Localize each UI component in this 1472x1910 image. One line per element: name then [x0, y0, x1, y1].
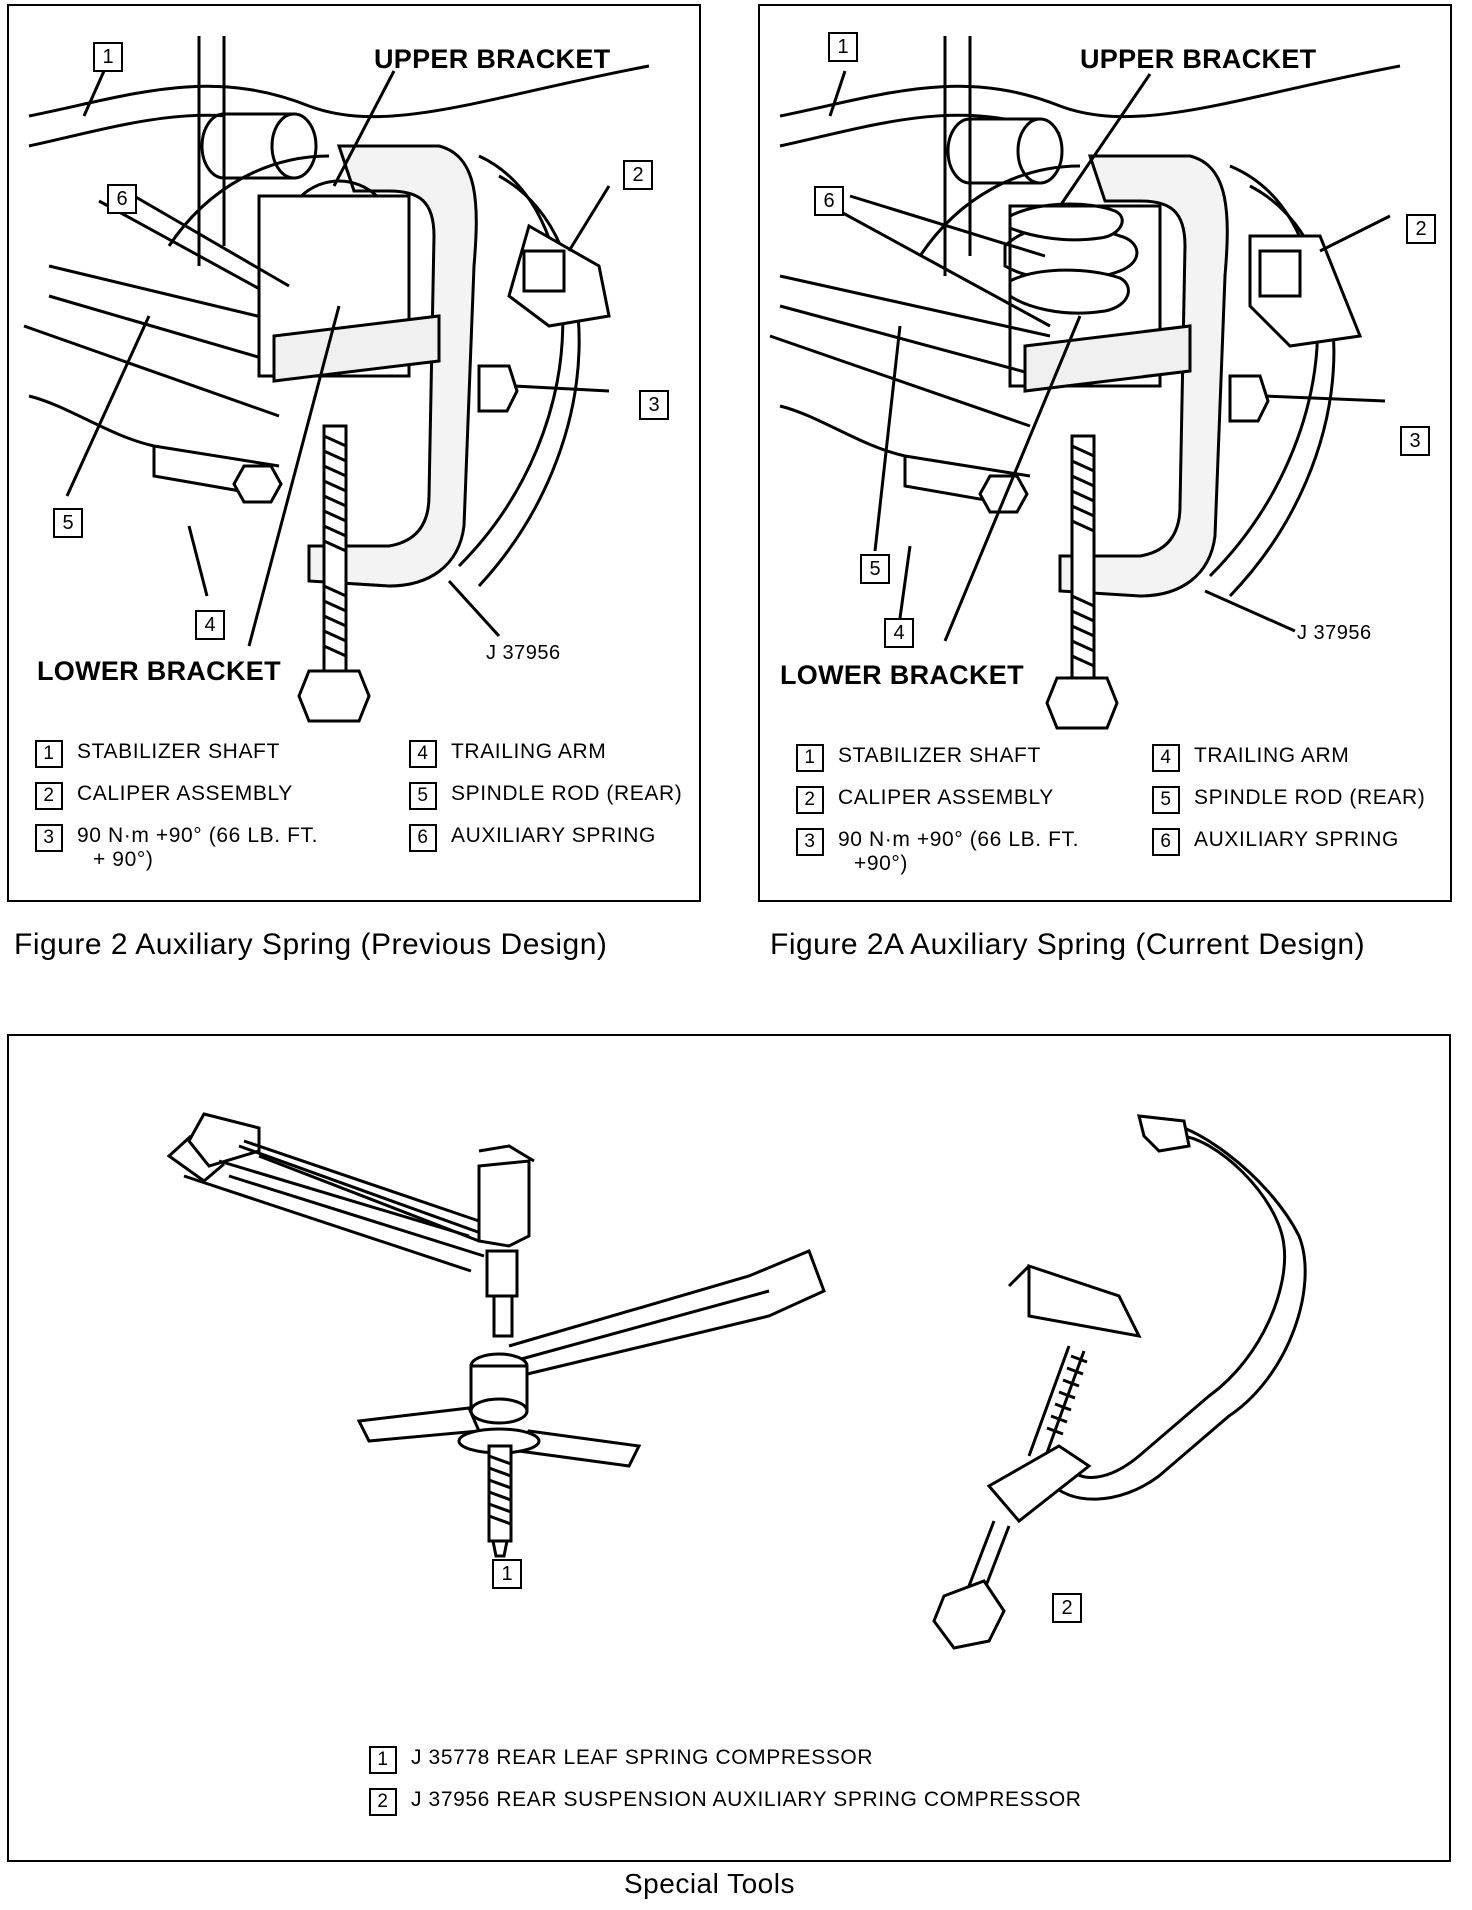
tool-2-number: 2	[1052, 1593, 1082, 1623]
upper-bracket-label: UPPER BRACKET	[1080, 44, 1317, 74]
callout-6: 6	[107, 184, 137, 214]
callout-5: 5	[860, 554, 890, 584]
figure-2-panel: 1 2 3 4 5 6 UPPER BRACKET LOWER BRACKET …	[7, 4, 701, 902]
tool-code-label: J 37956	[1297, 622, 1372, 644]
figure-2a-caption: Figure 2A Auxiliary Spring (Current Desi…	[770, 928, 1366, 961]
callout-3: 3	[1400, 426, 1430, 456]
callout-1: 1	[828, 32, 858, 62]
figure-2a-panel: 1 2 3 4 5 6 UPPER BRACKET LOWER BRACKET …	[758, 4, 1452, 902]
figure-2-caption: Figure 2 Auxiliary Spring (Previous Desi…	[14, 928, 608, 961]
callout-5: 5	[53, 508, 83, 538]
callout-2: 2	[623, 160, 653, 190]
previous-design-illustration	[23, 36, 650, 723]
callout-4: 4	[884, 618, 914, 648]
tool-1-number: 1	[492, 1559, 522, 1589]
callout-6: 6	[814, 186, 844, 216]
callout-4: 4	[195, 610, 225, 640]
lower-bracket-label: LOWER BRACKET	[780, 660, 1024, 690]
current-design-illustration	[769, 36, 1401, 730]
special-tools-caption: Special Tools	[624, 1868, 795, 1899]
upper-bracket-label: UPPER BRACKET	[374, 44, 611, 74]
callout-3: 3	[639, 390, 669, 420]
callout-1: 1	[93, 42, 123, 72]
special-tools-illustration	[166, 1112, 1307, 1650]
callout-2: 2	[1406, 214, 1436, 244]
tool-code-label: J 37956	[486, 642, 561, 664]
lower-bracket-label: LOWER BRACKET	[37, 656, 281, 686]
